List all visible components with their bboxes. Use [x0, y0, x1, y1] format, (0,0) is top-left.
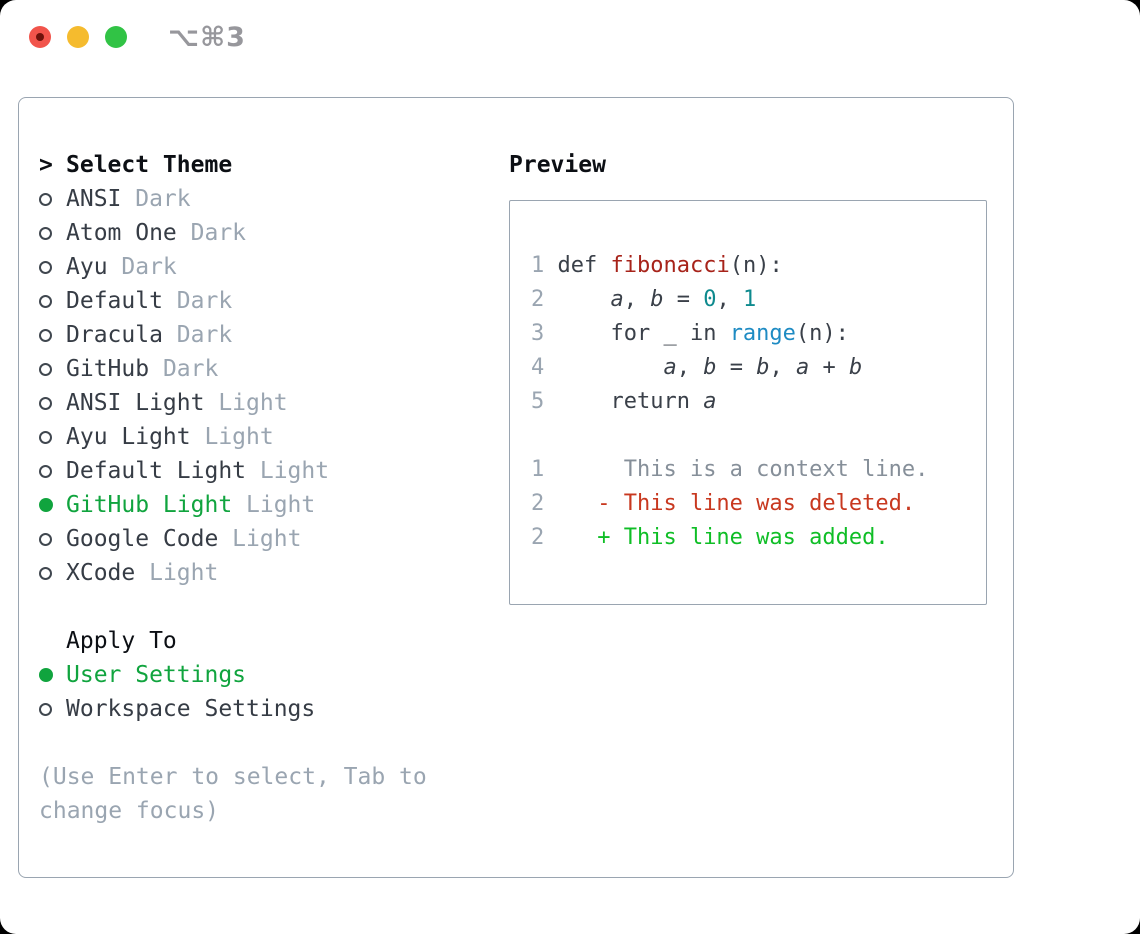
right-column: Preview 1 def fibonacci(n): 2 a, b = 0, 1…: [509, 148, 987, 877]
option-label: Google Code Light: [66, 526, 302, 552]
spacer: [39, 590, 509, 624]
theme-option-google-code-light[interactable]: Google Code Light: [39, 522, 509, 556]
theme-option-github-light-light[interactable]: GitHub Light Light: [39, 488, 509, 522]
line-number: 2: [531, 491, 545, 516]
option-label: Dracula Dark: [66, 322, 233, 348]
theme-option-ansi-light-light[interactable]: ANSI Light Light: [39, 386, 509, 420]
radio-icon: [39, 566, 66, 580]
line-number: 5: [531, 389, 545, 414]
line-number: 2: [531, 525, 545, 550]
option-label: Atom One Dark: [66, 220, 247, 246]
theme-option-ayu-light-light[interactable]: Ayu Light Light: [39, 420, 509, 454]
theme-option-ansi-dark[interactable]: ANSI Dark: [39, 182, 509, 216]
selection-chevron-icon: >: [39, 152, 53, 178]
help-text-line-2: change focus): [39, 798, 220, 824]
select-theme-header-row: > Select Theme: [39, 148, 509, 182]
theme-option-ayu-dark[interactable]: Ayu Dark: [39, 250, 509, 284]
theme-option-xcode-light[interactable]: XCode Light: [39, 556, 509, 590]
zoom-button[interactable]: [105, 26, 127, 48]
option-label: Default Light Light: [66, 458, 330, 484]
radio-icon: [39, 362, 66, 376]
option-label: ANSI Dark: [66, 186, 191, 212]
option-label: Ayu Light Light: [66, 424, 274, 450]
radio-icon: [39, 430, 66, 444]
preview-line-deleted: 2 - This line was deleted.: [531, 491, 916, 516]
line-number: 3: [531, 321, 545, 346]
line-number: 1: [531, 253, 545, 278]
preview-line-added: 2 + This line was added.: [531, 525, 889, 550]
apply-to-header-row: Apply To: [39, 624, 509, 658]
help-text-line-1: (Use Enter to select, Tab to: [39, 764, 427, 790]
preview-header: Preview: [509, 152, 606, 178]
traffic-lights: [29, 26, 127, 48]
radio-icon: [39, 328, 66, 342]
apply-to-header: Apply To: [66, 628, 177, 654]
theme-option-default-light-light[interactable]: Default Light Light: [39, 454, 509, 488]
option-label: User Settings: [66, 662, 247, 688]
option-label: GitHub Light Light: [66, 492, 316, 518]
line-number: 1: [531, 457, 545, 482]
theme-option-dracula-dark[interactable]: Dracula Dark: [39, 318, 509, 352]
option-label: Ayu Dark: [66, 254, 177, 280]
radio-icon: [39, 260, 66, 274]
window-title: ⌥⌘3: [168, 22, 246, 53]
preview-line-code: 5 return a: [531, 389, 717, 414]
preview-header-row: Preview: [509, 148, 987, 182]
theme-option-atom-one-dark[interactable]: Atom One Dark: [39, 216, 509, 250]
close-button[interactable]: [29, 26, 51, 48]
option-label: XCode Light: [66, 560, 219, 586]
theme-option-default-dark[interactable]: Default Dark: [39, 284, 509, 318]
select-theme-header: Select Theme: [66, 152, 233, 178]
option-label: ANSI Light Light: [66, 390, 288, 416]
spacer: [39, 726, 509, 760]
radio-icon: [39, 192, 66, 206]
preview-line-code: 3 for _ in range(n):: [531, 321, 849, 346]
preview-line-code: 2 a, b = 0, 1: [531, 287, 757, 312]
radio-icon: [39, 532, 66, 546]
apply-option-workspace-settings[interactable]: Workspace Settings: [39, 692, 509, 726]
theme-option-github-dark[interactable]: GitHub Dark: [39, 352, 509, 386]
line-number: 2: [531, 287, 545, 312]
preview-line-code: 4 a, b = b, a + b: [531, 355, 863, 380]
radio-icon: [39, 226, 66, 240]
line-number: 4: [531, 355, 545, 380]
minimize-button[interactable]: [67, 26, 89, 48]
radio-selected-icon: [39, 498, 66, 512]
radio-icon: [39, 702, 66, 716]
preview-code: 1 def fibonacci(n): 2 a, b = 0, 1 3 for _ …: [531, 249, 986, 555]
preview-line-blank: [531, 419, 986, 453]
preview-pane: 1 def fibonacci(n): 2 a, b = 0, 1 3 for _ …: [509, 200, 987, 605]
option-label: Default Dark: [66, 288, 233, 314]
radio-icon: [39, 464, 66, 478]
radio-icon: [39, 396, 66, 410]
radio-selected-icon: [39, 668, 66, 682]
preview-line-code: 1 def fibonacci(n):: [531, 253, 783, 278]
apply-option-user-settings[interactable]: User Settings: [39, 658, 509, 692]
preview-line-context: 1 This is a context line.: [531, 457, 929, 482]
option-label: Workspace Settings: [66, 696, 316, 722]
option-label: GitHub Dark: [66, 356, 219, 382]
radio-icon: [39, 294, 66, 308]
